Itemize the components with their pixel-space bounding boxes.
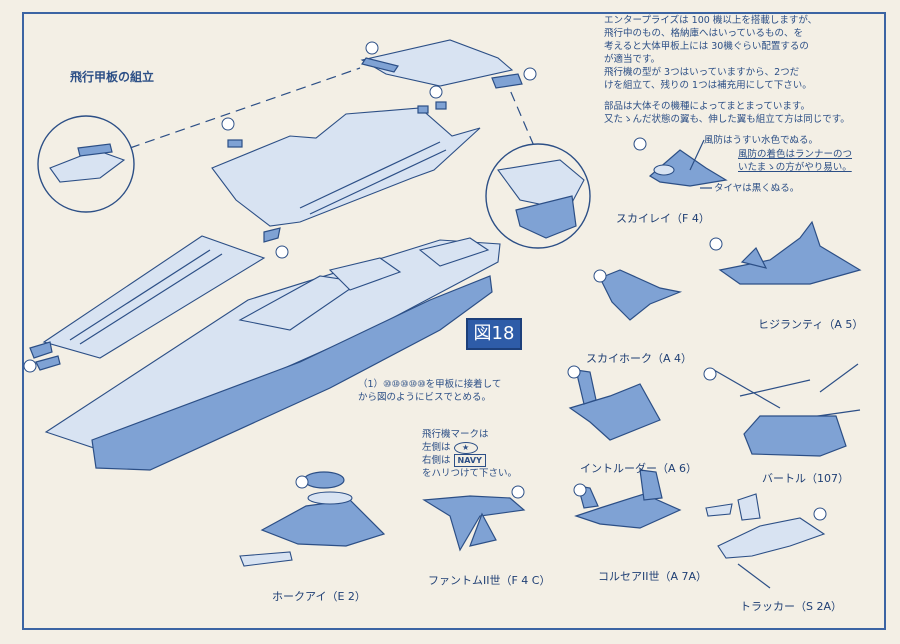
intro-line-2: 飛行中のもの、格納庫へはいっているもの、を: [604, 28, 804, 39]
label-intruder: イントルーダー（A 6）: [580, 462, 698, 475]
marks-line-4: をハリつけて下さい。: [422, 468, 518, 479]
runner-note-2: いたまゝの方がやり易い。: [738, 162, 852, 173]
label-vigilante: ヒジランティ（A 5）: [758, 318, 864, 331]
label-vertol: バートル（107）: [762, 472, 849, 485]
section-title: 飛行甲板の組立: [70, 70, 155, 84]
intruder-icon: [568, 369, 661, 441]
parts-line-1: 部品は大体その機種によってまとまっています。: [604, 101, 810, 112]
label-skyhawk: スカイホーク（A 4）: [586, 352, 693, 365]
label-corsair: コルセアII世（A 7A）: [598, 570, 708, 583]
intro-line-1: エンタープライズは 100 機以上を搭載しますが、: [604, 15, 818, 26]
figure-badge: 図18: [466, 318, 522, 350]
label-tracker: トラッカー（S 2A）: [740, 600, 843, 613]
vigilante-icon: [718, 220, 862, 285]
navy-mark: NAVY: [453, 454, 486, 467]
intro-line-4: が適当です。: [604, 54, 661, 65]
flight-deck-parts-icon: [129, 39, 541, 243]
marks-line-1: 飛行機マークは: [422, 429, 489, 440]
label-phantom: ファントムII世（F 4 C）: [428, 574, 551, 587]
detail-circle-left-icon: [37, 115, 135, 213]
instruction-line-1: （1）⑩⑩⑩⑩⑩を甲板に接着して: [358, 379, 502, 390]
runner-note-1: 風防の着色はランナーのつ: [738, 149, 853, 160]
label-skyray: スカイレイ（F 4）: [616, 212, 710, 225]
parts-text: 部品は大体その機種によってまとまっています。 又たゝんだ状態の翼も、伸した翼も組…: [604, 100, 850, 126]
marks-right-label: 右側は: [422, 455, 451, 466]
tracker-icon: [705, 493, 826, 589]
tire-note: タイヤは黒くぬる。: [714, 183, 800, 194]
instruction-text: （1）⑩⑩⑩⑩⑩を甲板に接着して から図のようにビスでとめる。: [358, 378, 501, 404]
part-number-bubbles-icon: [23, 41, 827, 521]
marks-line-3: 右側は NAVY: [422, 454, 517, 467]
intro-line-3: 考えると大体甲板上には 30機ぐらい配置するの: [604, 41, 809, 52]
skyray-icon: [648, 149, 728, 187]
skyhawk-icon: [599, 269, 683, 321]
intro-line-5: 飛行機の型が 3つはいっていますから、2つだ: [604, 67, 800, 78]
label-hawkeye: ホークアイ（E 2）: [272, 590, 366, 603]
detail-circle-right-icon: [485, 143, 591, 249]
vertol-icon: [713, 363, 861, 457]
marks-left-label: 左側は: [422, 442, 451, 453]
parts-line-2: 又たゝんだ状態の翼も、伸した翼も組立て方は同じです。: [604, 114, 850, 125]
marks-text: 飛行機マークは 左側は ★ 右側は NAVY をハリつけて下さい。: [422, 428, 517, 480]
star-insignia-icon: ★: [453, 441, 478, 454]
intro-line-6: けを組立て、残りの 1つは補充用にして下さい。: [604, 80, 812, 91]
marks-line-2: 左側は ★: [422, 441, 517, 454]
phantom-icon: [422, 495, 526, 552]
intro-text: エンタープライズは 100 機以上を搭載しますが、 飛行中のもの、格納庫へはいっ…: [604, 14, 817, 92]
page-border: [22, 12, 886, 630]
canopy-note: 風防はうすい水色でぬる。: [704, 135, 819, 146]
hawkeye-icon: [239, 471, 386, 567]
instruction-line-2: から図のようにビスでとめる。: [358, 392, 492, 403]
corsair-icon: [574, 469, 682, 529]
carrier-hull-icon: [29, 235, 501, 471]
